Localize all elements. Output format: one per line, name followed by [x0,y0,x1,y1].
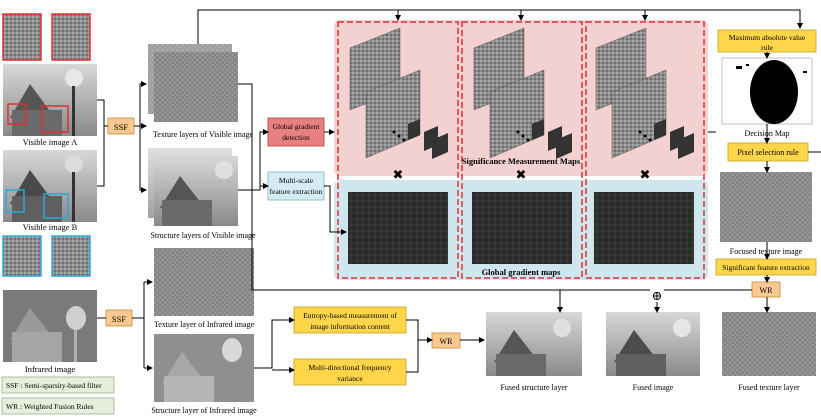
gradient-map-2 [472,192,572,264]
svg-text:Maximum absolute value: Maximum absolute value [729,33,806,42]
visible-image-a [3,64,97,136]
fused-structure-layer [486,312,582,376]
structure-visible-label: Structure layers of Visible image [150,231,256,240]
fused-structure-label: Fused structure layer [500,383,567,392]
significance-stack-2 [473,27,572,159]
svg-text:Global gradient: Global gradient [273,122,321,131]
svg-text:Multi-scale: Multi-scale [279,176,314,185]
gradient-map-1 [348,192,448,264]
entropy-measurement-box: Entropy-based measurement of image infor… [293,306,407,334]
max-abs-value-rule-box: Maximum absolute value rule [717,29,817,53]
visible-b-zoom-patches [2,235,91,277]
texture-layers-visible [148,44,238,122]
connectors [97,9,821,373]
svg-text:Multi-directional frequency: Multi-directional frequency [308,363,391,372]
svg-text:Significant feature extraction: Significant feature extraction [722,263,810,272]
plus-icon: ⊕ [652,288,663,303]
fused-texture-label: Fused texture layer [738,383,800,392]
fused-image [606,312,700,376]
fused-texture-layer [722,312,816,376]
significance-stack-1 [349,27,448,159]
svg-text:WR: WR [440,337,454,346]
svg-text:SSF: SSF [114,122,128,132]
infrared-image [3,290,97,362]
significance-maps-label: Significance Measurement Maps [462,156,581,166]
svg-text:SSF: SSF [112,314,126,324]
significance-stack-3 [595,27,694,159]
gradient-map-3 [594,192,694,264]
texture-layer-infrared [154,248,254,316]
texture-infrared-label: Texture layer of Infrared image [154,320,255,329]
focused-texture-label: Focused texture image [730,247,803,256]
focused-texture-image [720,172,812,242]
svg-text:rule: rule [761,43,773,52]
visible-a-zoom-patches [2,13,91,61]
decision-map [721,57,813,125]
texture-visible-label: Texture layers of Visible image [153,130,254,139]
wr-bottom-box: WR [431,332,461,349]
svg-text:WR: WR [760,286,774,295]
svg-text:feature extraction: feature extraction [270,187,323,196]
wr-right-box: WR [751,281,781,298]
svg-text:Pixel selection rule: Pixel selection rule [737,148,799,157]
ssf-top-box: SSF [107,117,135,135]
multiply-icon: ✖ [516,167,527,182]
svg-text:variance: variance [337,374,363,383]
multi-directional-frequency-box: Multi-directional frequency variance [293,358,407,386]
multiply-icon: ✖ [393,167,404,182]
structure-layer-infrared [154,334,254,402]
visible-a-label: Visible image A [23,137,79,147]
svg-text:Entropy-based measurement of: Entropy-based measurement of [303,311,397,320]
svg-text:WR : Weighted Fusion Rules: WR : Weighted Fusion Rules [6,402,94,411]
ssf-bottom-box: SSF [105,309,133,327]
infrared-label: Infrared image [25,364,75,374]
global-gradient-detection-box: Global gradient detection [267,117,325,147]
legend-ssf: SSF : Semi-sparsity-based filter [1,376,115,394]
svg-text:SSF : Semi-sparsity-based filt: SSF : Semi-sparsity-based filter [6,381,102,390]
scale-group-3 [585,21,705,279]
fused-image-label: Fused image [633,383,674,392]
structure-infrared-label: Structure layer of Infrared image [151,406,257,415]
visible-b-label: Visible image B [23,222,78,232]
significant-feature-extraction-box: Significant feature extraction [715,258,817,276]
svg-text:detection: detection [282,133,310,142]
gradient-maps-label: Global gradient maps [482,267,562,277]
legend-wr: WR : Weighted Fusion Rules [1,397,115,415]
structure-layers-visible [148,148,238,226]
pixel-selection-rule-box: Pixel selection rule [727,142,809,162]
svg-text:image information content: image information content [310,322,390,331]
multi-scale-feature-extraction-box: Multi-scale feature extraction [267,171,325,201]
visible-image-b [3,150,97,222]
scale-group-1 [337,21,459,279]
scale-group-2 [461,21,583,279]
multiply-icon: ✖ [640,167,651,182]
